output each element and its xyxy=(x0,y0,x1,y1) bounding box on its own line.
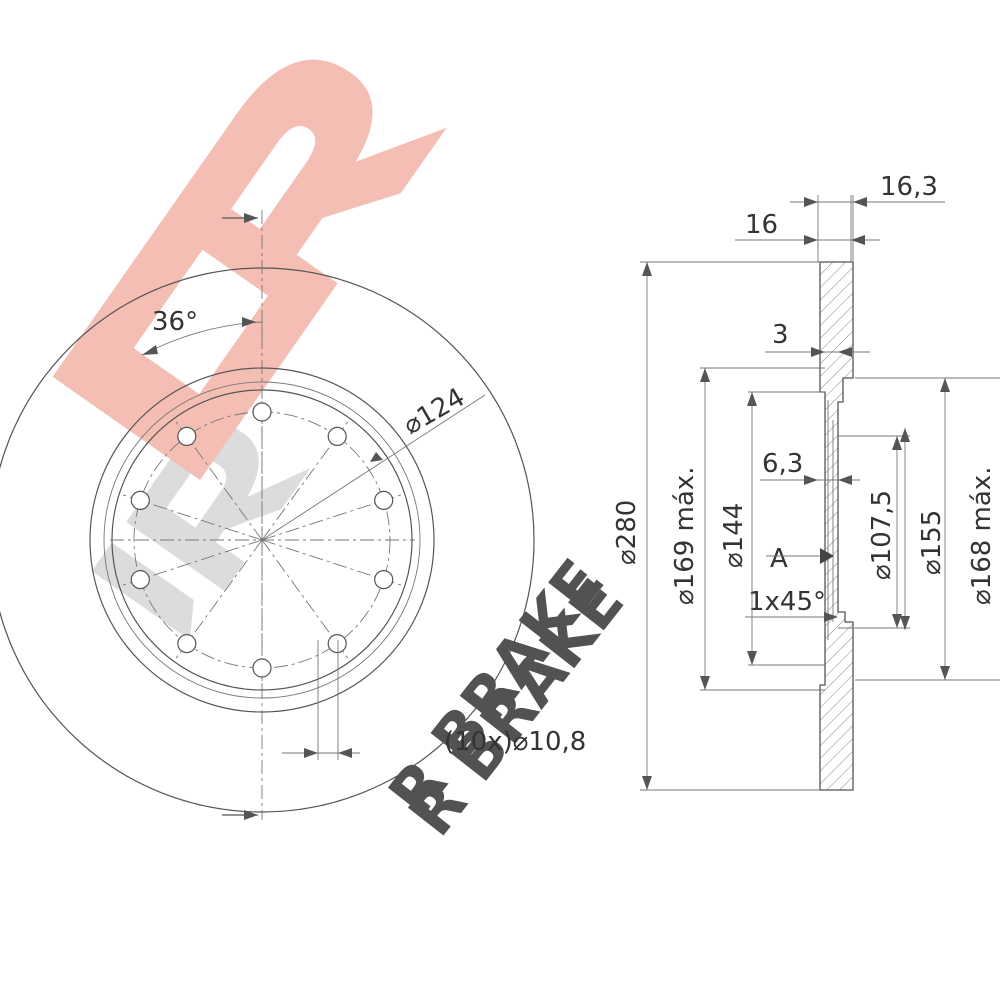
bolt-hole xyxy=(130,569,150,590)
bolt-hole xyxy=(374,569,394,590)
d107-arrow-bottom xyxy=(892,614,902,628)
bolt-hole xyxy=(252,402,272,422)
bolt-hole xyxy=(130,490,150,510)
max-168-label: ⌀168 máx. xyxy=(967,467,997,605)
bolt-hole xyxy=(252,658,272,678)
od-arrow-bottom xyxy=(642,776,652,790)
datum-label: A xyxy=(770,544,788,574)
hole-arrow-left xyxy=(304,748,318,758)
od-arrow-top xyxy=(642,262,652,276)
thickness-arrow-right xyxy=(851,235,865,245)
total-width-arrow-left xyxy=(804,197,818,207)
section-profile xyxy=(819,261,854,791)
section-view: 16,3 16 3 6,3 A 1x45° ⌀280 xyxy=(612,172,1000,791)
d169-arrow-bottom xyxy=(700,676,710,690)
section-arrow-top-head xyxy=(244,213,258,223)
pcd-label: ⌀124 xyxy=(399,382,471,441)
pcd-arrow xyxy=(370,452,383,462)
d144-arrow-bottom xyxy=(747,651,757,665)
watermark-logo-shadow xyxy=(91,424,311,640)
hat-depth-label: 6,3 xyxy=(762,449,803,479)
hat-depth-arrow-left xyxy=(804,475,818,485)
section-arrow-bottom-head xyxy=(244,810,258,820)
d155-arrow-top xyxy=(900,428,910,442)
d155-arrow-bottom xyxy=(900,616,910,630)
bolt-hole xyxy=(327,426,347,446)
outer-diameter-label: ⌀280 xyxy=(612,500,642,565)
chamfer-arrow xyxy=(824,612,838,622)
d169-arrow-top xyxy=(700,368,710,382)
hat-offset-arrow-left xyxy=(811,347,825,357)
bolt-holes xyxy=(130,402,394,678)
chamfer-label: 1x45° xyxy=(748,587,826,617)
holes-label: (10x)⌀10,8 xyxy=(444,727,586,757)
hat-depth-arrow-right xyxy=(838,475,852,485)
hat-offset-arrow-right xyxy=(838,347,852,357)
d107-arrow-top xyxy=(892,436,902,450)
total-width-label: 16,3 xyxy=(880,172,938,202)
d144-label: ⌀144 xyxy=(719,503,749,568)
hole-arrow-right xyxy=(338,748,352,758)
hat-offset-label: 3 xyxy=(772,320,789,350)
thickness-label: 16 xyxy=(745,210,778,240)
pcd-leader xyxy=(261,394,486,541)
watermark-logo xyxy=(52,59,447,480)
d168-arrow-bottom xyxy=(940,666,950,680)
bolt-hole xyxy=(374,490,394,510)
angle-label: 36° xyxy=(152,307,198,337)
angle-arrow-left xyxy=(142,345,158,355)
max-169-label: ⌀169 máx. xyxy=(670,467,700,605)
total-width-arrow-right xyxy=(853,197,867,207)
d168-arrow-top xyxy=(940,378,950,392)
datum-triangle xyxy=(820,548,834,564)
thickness-arrow-left xyxy=(804,235,818,245)
angle-arrow-right xyxy=(242,317,256,327)
bolt-hole xyxy=(177,633,197,654)
d107-label: ⌀107,5 xyxy=(867,490,897,580)
bolt-hole xyxy=(177,426,197,446)
bolt-hole xyxy=(327,633,347,654)
d155-label: ⌀155 xyxy=(917,510,947,575)
d144-arrow-top xyxy=(747,392,757,406)
